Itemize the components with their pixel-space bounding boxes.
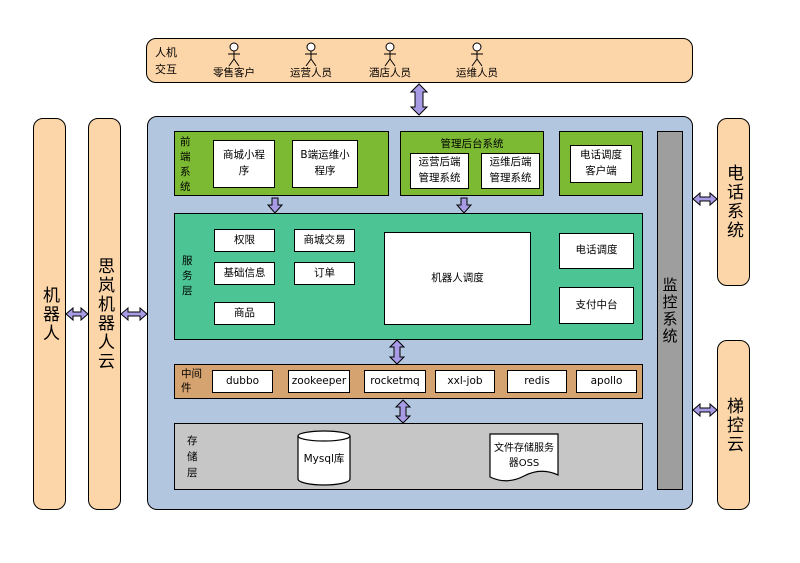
robot-label: 机器人 (39, 285, 59, 343)
frontend-title: 前端系统 (180, 136, 191, 193)
phone-system-label: 电话系统 (723, 164, 743, 240)
person-icon (228, 42, 240, 67)
monitor-system: 监控系统 (657, 131, 683, 490)
robot-column: 机器人 (33, 118, 66, 510)
phone-dispatch-box: 电话调度 (559, 233, 634, 269)
service-layer: 服务层 权限 基础信息 商品 商城交易 订单 机器人调度 电话调度 支付中台 (174, 213, 643, 340)
middleware-item-xxl-job: xxl-job (435, 370, 495, 393)
middleware-item-rocketmq: rocketmq (364, 370, 426, 393)
database-icon (297, 430, 351, 486)
permission-box: 权限 (214, 229, 275, 252)
double-arrow-horizontal (692, 191, 718, 207)
mall-trade-box: 商城交易 (294, 229, 355, 252)
cloud-column: 思岚机器人云 (88, 118, 121, 510)
middleware-item-zookeeper: zookeeper (288, 370, 350, 393)
middleware-title: 中间件 (181, 368, 202, 394)
phone-client-system: 电话调度客户端 (559, 131, 643, 196)
admin-title: 管理后台系统 (440, 138, 504, 150)
goods-box: 商品 (214, 302, 275, 325)
ops-admin-box: 运营后端管理系统 (410, 153, 469, 189)
middleware-item-apollo: apollo (576, 370, 637, 393)
b-miniprogram-box: B端运维小程序 (292, 140, 358, 188)
actor-label: 运维人员 (456, 67, 498, 79)
order-box: 订单 (294, 262, 355, 285)
storage-layer: 存储层 (174, 423, 643, 490)
payment-box: 支付中台 (559, 287, 634, 324)
monitor-label: 监控系统 (660, 276, 679, 345)
cloud-label: 思岚机器人云 (94, 257, 114, 371)
elevator-cloud-column: 梯控云 (717, 340, 750, 510)
double-arrow-horizontal (692, 402, 718, 418)
actor-operations-staff: 运营人员 (281, 42, 341, 82)
elevator-cloud-label: 梯控云 (723, 396, 743, 454)
service-title: 服务层 (182, 255, 193, 297)
basic-info-box: 基础信息 (214, 262, 275, 285)
mysql-label: Mysql库 (303, 453, 345, 465)
mysql-database: Mysql库 (297, 430, 351, 486)
person-icon (305, 42, 317, 67)
robot-dispatch-box: 机器人调度 (384, 232, 531, 325)
actor-label: 运营人员 (290, 67, 332, 79)
double-arrow-horizontal (120, 306, 148, 322)
admin-system: 管理后台系统 运营后端管理系统 运维后端管理系统 (400, 131, 544, 196)
human-interaction-label: 人机 交互 (155, 46, 177, 76)
double-arrow-horizontal (65, 306, 89, 322)
oss-storage: 文件存储服务器OSS (489, 433, 559, 483)
actor-maintenance-staff: 运维人员 (447, 42, 507, 82)
mall-miniprogram-box: 商城小程序 (213, 140, 275, 188)
double-arrow-vertical (409, 83, 429, 116)
actor-label: 酒店人员 (369, 67, 411, 79)
actor-retail-customer: 零售客户 (204, 42, 264, 82)
person-icon (384, 42, 396, 67)
document-icon (489, 433, 559, 482)
middleware-item-dubbo: dubbo (212, 370, 273, 393)
oss-label: 文件存储服务器OSS (494, 443, 554, 469)
actor-label: 零售客户 (213, 67, 255, 79)
phone-system-column: 电话系统 (717, 118, 750, 286)
frontend-system: 前端系统 商城小程序 B端运维小程序 (174, 131, 389, 196)
person-icon (471, 42, 483, 67)
middleware-item-redis: redis (507, 370, 567, 393)
actor-hotel-staff: 酒店人员 (360, 42, 420, 82)
storage-title: 存储层 (187, 435, 198, 479)
maint-admin-box: 运维后端管理系统 (481, 153, 540, 189)
phone-client-box: 电话调度客户端 (570, 145, 632, 183)
middleware-layer: 中间件 dubbo zookeeper rocketmq xxl-job red… (174, 364, 643, 399)
